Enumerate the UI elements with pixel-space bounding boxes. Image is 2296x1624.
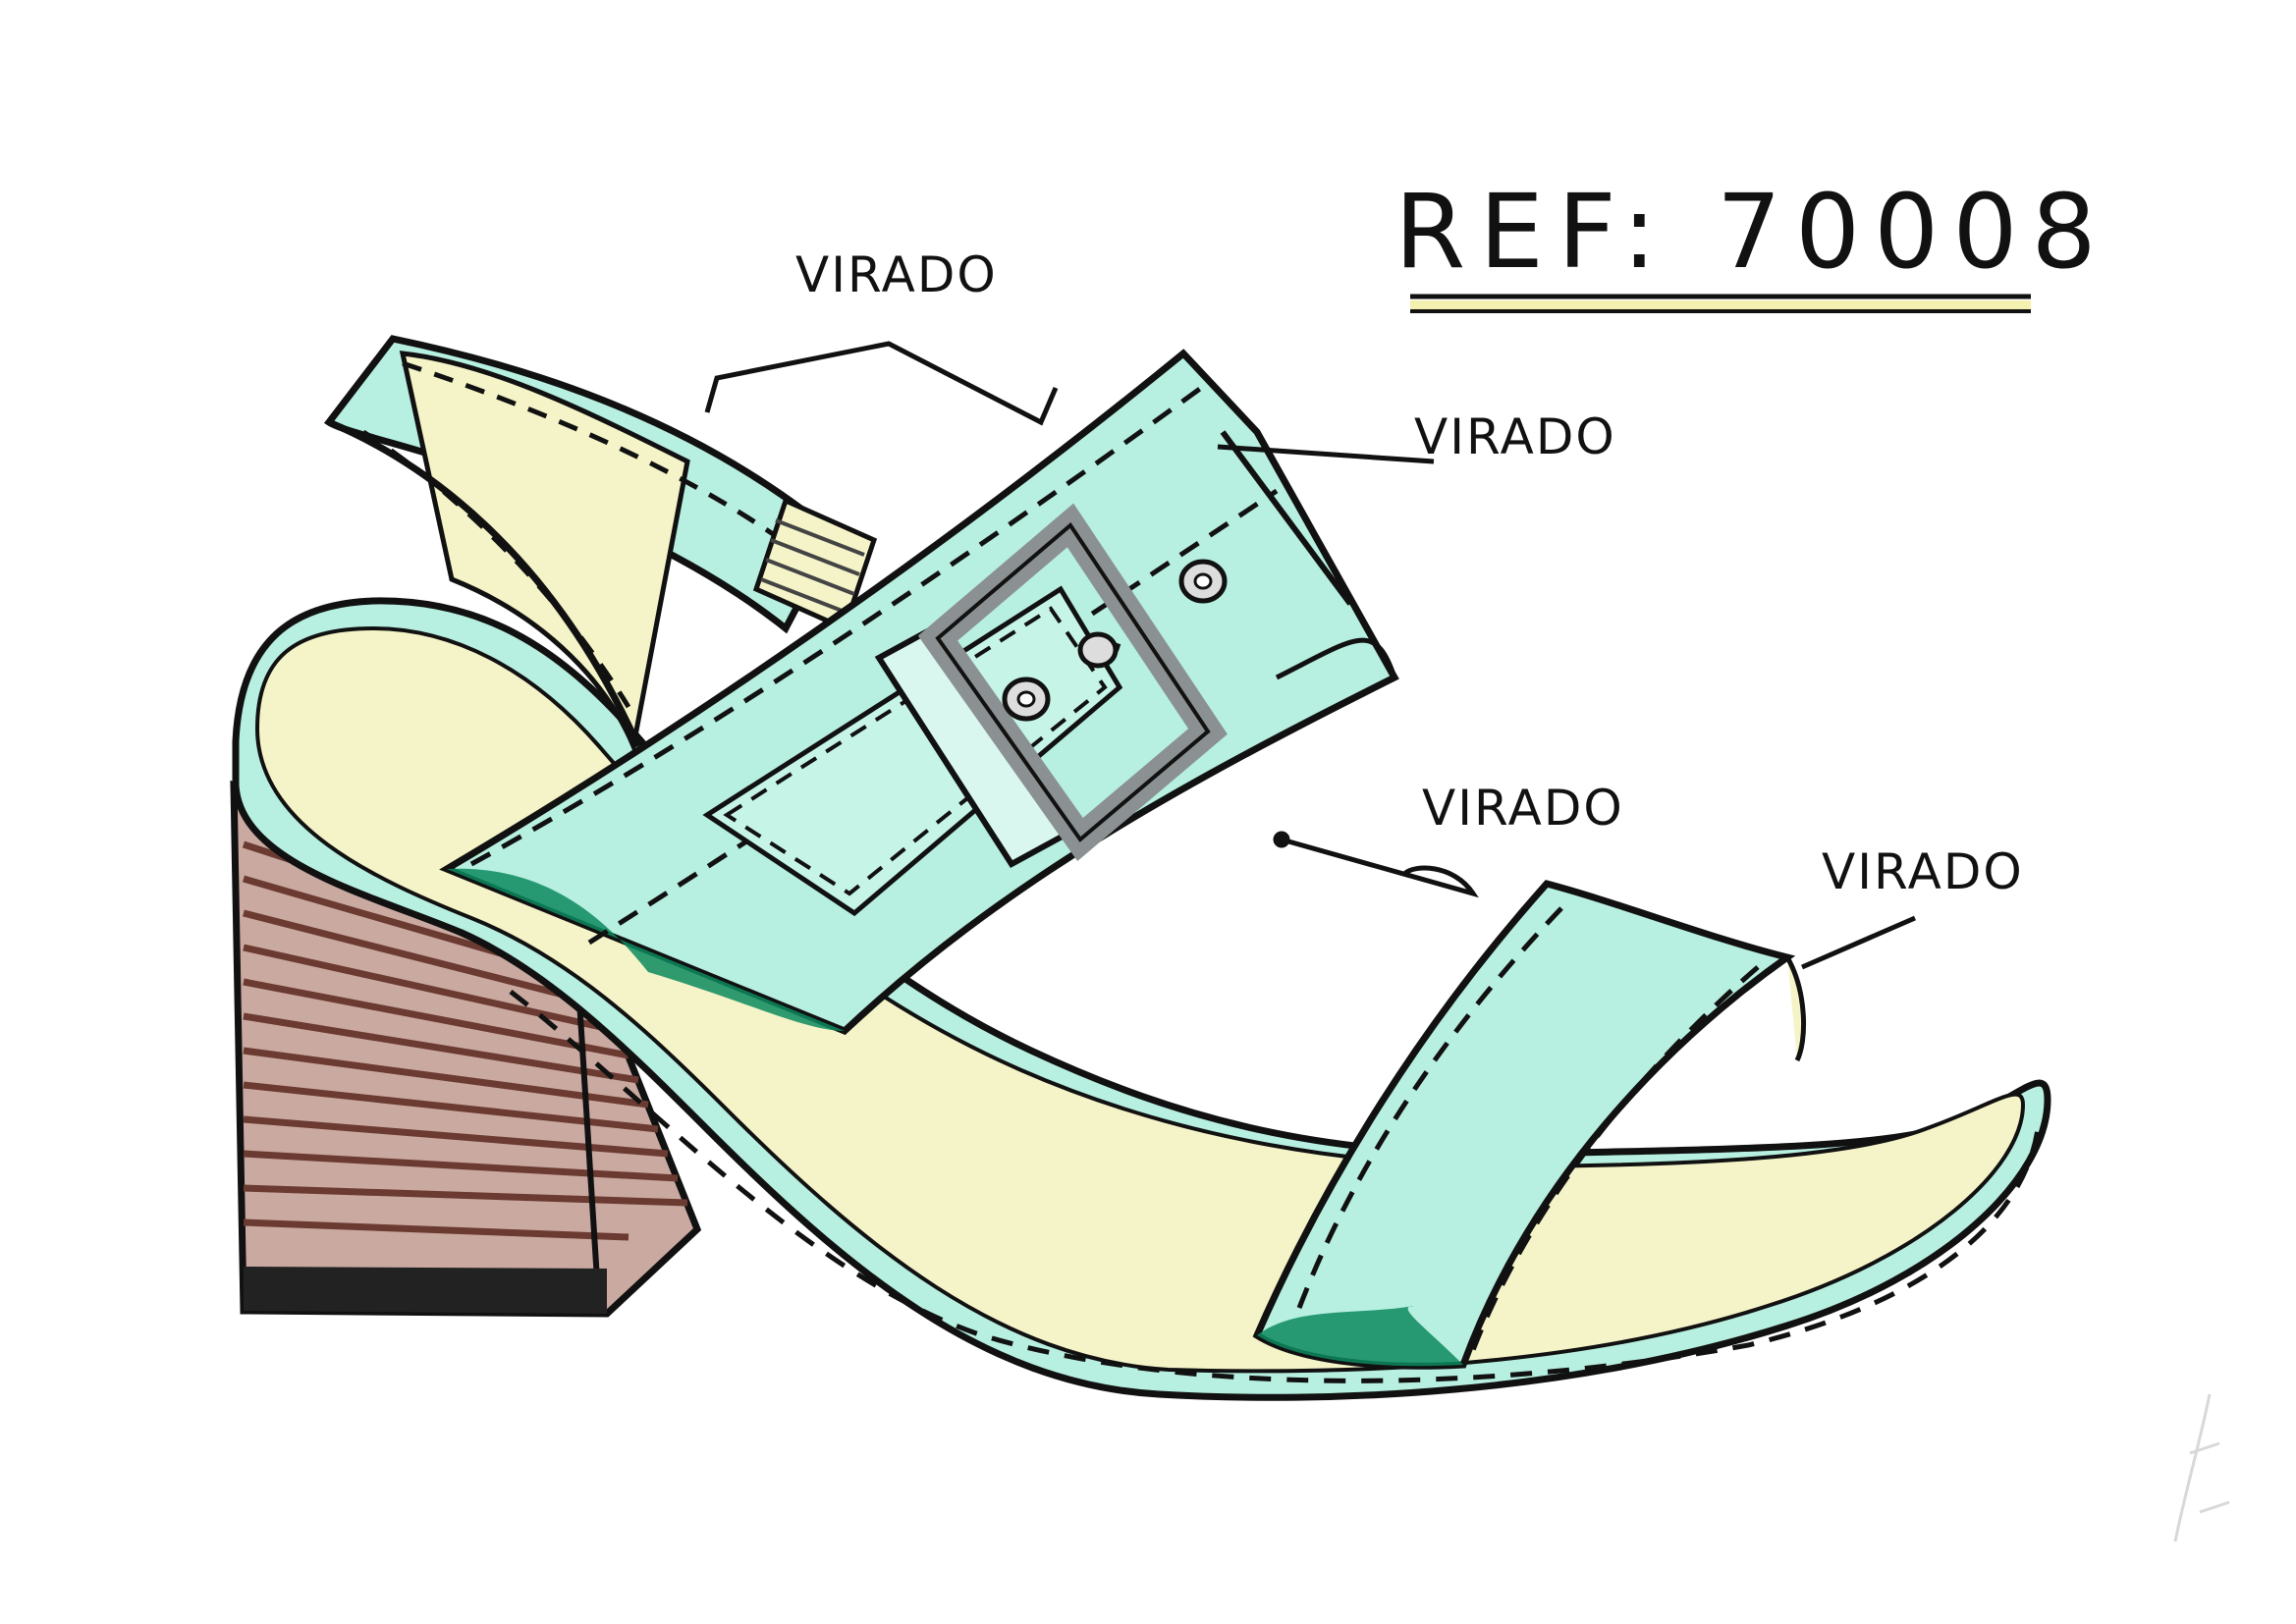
sole-stitching	[509, 990, 2041, 1383]
callout-label-3: VIRADO	[1422, 780, 1624, 837]
leader-1	[704, 341, 1059, 426]
toe-strap	[1252, 880, 1806, 1370]
leader-3	[1281, 837, 1479, 898]
callout-label-2: VIRADO	[1414, 408, 1616, 465]
callout-label-1: VIRADO	[795, 246, 998, 303]
heel-top-lift	[244, 1267, 607, 1314]
reference-title: REF: 70008	[1394, 172, 2110, 313]
title-underline-highlight	[1410, 300, 2031, 309]
back-strap	[323, 335, 878, 755]
callout-leaders	[704, 341, 1916, 970]
instep-strap	[439, 349, 1399, 1036]
reference-title-text: REF: 70008	[1394, 172, 2110, 292]
callout-label-4: VIRADO	[1822, 843, 2024, 900]
leader-2	[1217, 444, 1435, 464]
leader-4	[1801, 915, 1916, 970]
strap-eyelets	[1002, 559, 1228, 722]
signature-mark	[2173, 1393, 2230, 1543]
